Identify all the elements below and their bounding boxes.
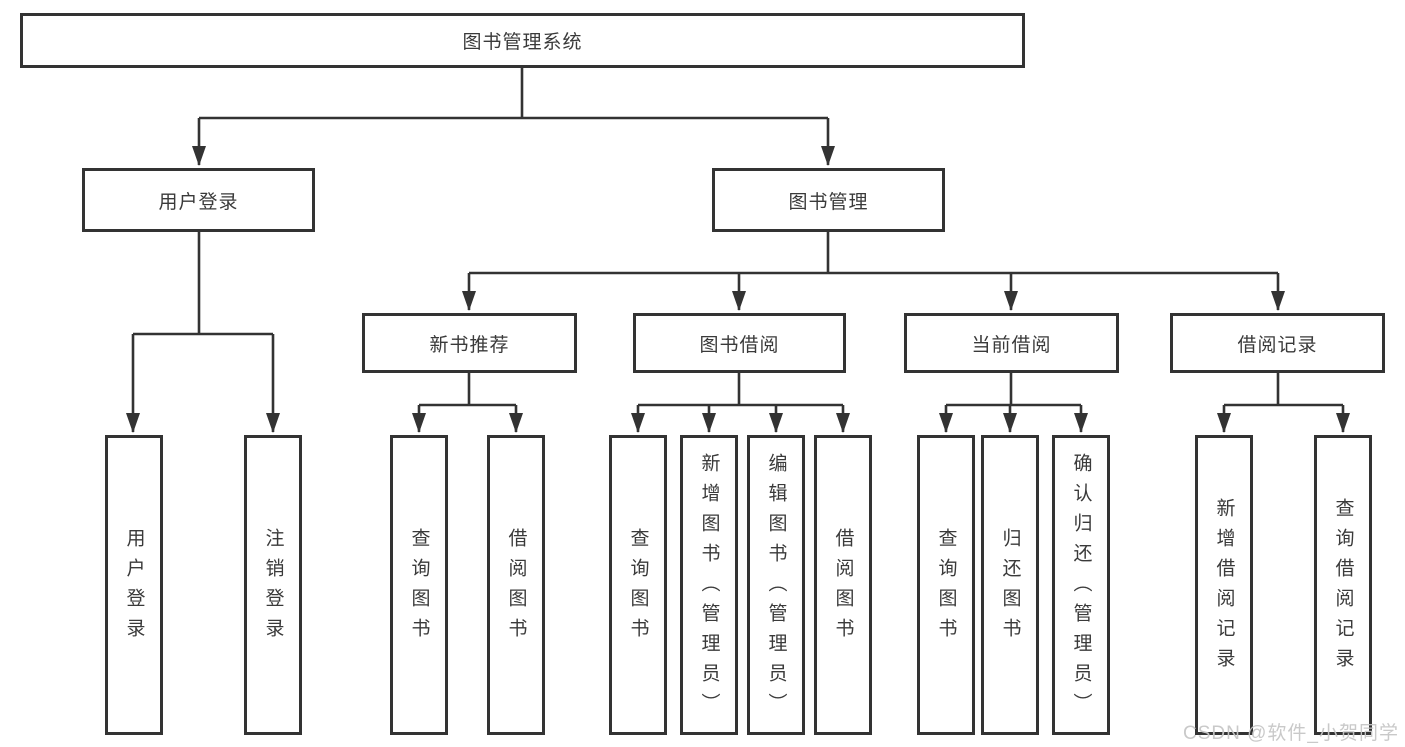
leaf-add-borrow-record: 新增借阅记录 (1195, 435, 1253, 735)
leaf-borrow-books-recommendation: 借阅图书 (487, 435, 545, 735)
leaf-query-books-recommendation: 查询图书 (390, 435, 448, 735)
node-new-book-recommendation: 新书推荐 (362, 313, 577, 373)
node-user-login: 用户登录 (82, 168, 315, 232)
leaf-edit-books-admin: 编辑图书（管理员） (747, 435, 805, 735)
leaf-logout: 注销登录 (244, 435, 302, 735)
node-book-borrowing: 图书借阅 (633, 313, 846, 373)
leaf-confirm-return-admin: 确认归还（管理员） (1052, 435, 1110, 735)
leaf-query-borrow-record: 查询借阅记录 (1314, 435, 1372, 735)
node-borrowing-records: 借阅记录 (1170, 313, 1385, 373)
node-current-borrowing: 当前借阅 (904, 313, 1119, 373)
node-root: 图书管理系统 (20, 13, 1025, 68)
leaf-query-books-borrowing: 查询图书 (609, 435, 667, 735)
leaf-query-books-current: 查询图书 (917, 435, 975, 735)
watermark: CSDN @软件_小贺同学 (1183, 723, 1399, 744)
leaf-return-books: 归还图书 (981, 435, 1039, 735)
leaf-add-books-admin: 新增图书（管理员） (680, 435, 738, 735)
leaf-user-login: 用户登录 (105, 435, 163, 735)
node-book-management: 图书管理 (712, 168, 945, 232)
leaf-borrow-books: 借阅图书 (814, 435, 872, 735)
